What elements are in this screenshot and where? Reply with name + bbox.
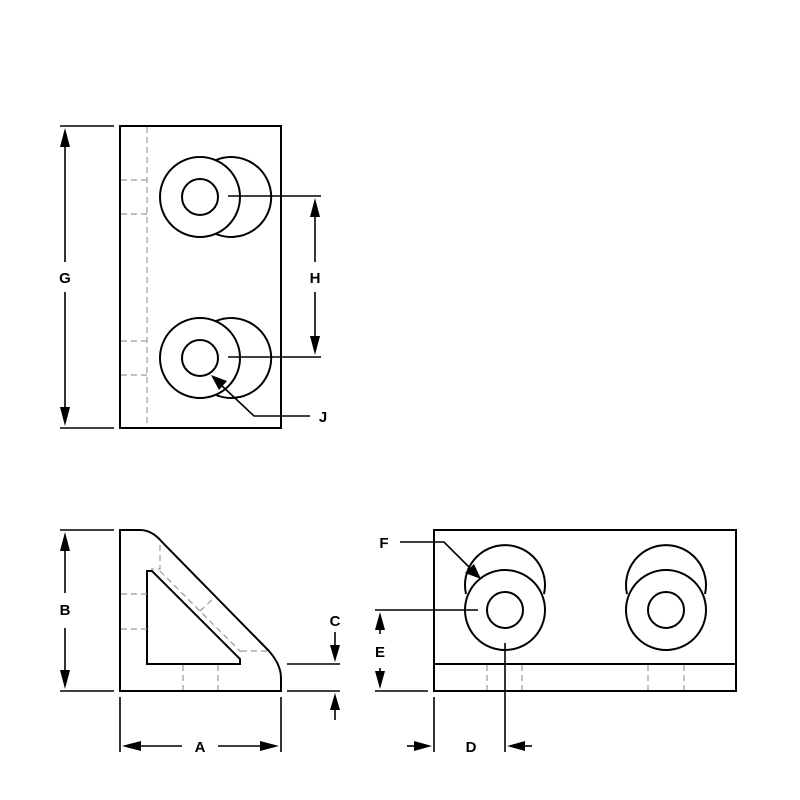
counterbore-back-arc <box>215 156 273 238</box>
arrow-up-icon <box>330 693 340 710</box>
counterbore-circle <box>159 317 241 399</box>
dimension-B: B <box>60 529 114 692</box>
hidden-line <box>151 545 161 570</box>
dimension-C: C <box>287 613 341 720</box>
leader-F: F <box>379 535 481 579</box>
through-hole-circle <box>181 339 219 377</box>
dimension-label-E: E <box>375 644 385 661</box>
counterbore-circle <box>625 569 707 651</box>
arrow-down-icon <box>60 407 70 426</box>
arrow-down-icon <box>330 645 340 662</box>
arrow-down-icon <box>375 671 385 689</box>
dimension-label-B: B <box>60 602 71 619</box>
dimension-label-A: A <box>195 739 206 756</box>
dimension-label-H: H <box>310 270 321 287</box>
through-hole-circle <box>181 178 219 216</box>
leader-J: J <box>211 375 327 426</box>
side-view-outline <box>119 529 282 692</box>
arrow-left-icon <box>122 741 141 751</box>
top-view-outline <box>119 125 282 429</box>
side-view: B A C <box>60 529 341 756</box>
arrow-right-icon <box>414 741 432 751</box>
arrow-left-icon <box>507 741 525 751</box>
arrow-up-icon <box>310 198 320 217</box>
dimension-E: E <box>375 609 478 692</box>
dimension-label-C: C <box>330 613 341 630</box>
leader-arrow-icon <box>465 564 481 579</box>
through-hole-circle <box>647 591 685 629</box>
hidden-line <box>199 597 215 612</box>
front-counterbore-right <box>625 544 707 651</box>
dimension-D: D <box>407 643 532 756</box>
front-counterbore-left <box>464 544 546 651</box>
dimension-A: A <box>119 697 282 756</box>
dimension-G: G <box>59 125 114 429</box>
through-hole-circle <box>486 591 524 629</box>
dimension-label-D: D <box>466 739 477 756</box>
leader-arrow-icon <box>211 375 227 390</box>
counterbore-back-arc <box>625 544 707 595</box>
counterbore-back-arc <box>215 317 273 399</box>
arrow-up-icon <box>60 128 70 147</box>
side-view-inner-cutout <box>146 570 241 665</box>
counterbore-circle <box>159 156 241 238</box>
dimension-label-G: G <box>59 270 71 287</box>
arrow-down-icon <box>60 670 70 689</box>
counterbore-back-arc <box>464 544 546 595</box>
front-view: F E D <box>375 529 737 756</box>
dimension-label-J: J <box>319 409 327 426</box>
dimension-label-F: F <box>379 535 388 552</box>
top-view: G H J <box>59 125 327 429</box>
dimension-H: H <box>228 195 321 358</box>
arrow-down-icon <box>310 336 320 355</box>
arrow-up-icon <box>60 532 70 551</box>
arrow-up-icon <box>375 612 385 630</box>
top-counterbore-lower <box>159 317 273 399</box>
top-counterbore-upper <box>159 156 273 238</box>
hidden-line <box>159 570 242 653</box>
arrow-right-icon <box>260 741 279 751</box>
